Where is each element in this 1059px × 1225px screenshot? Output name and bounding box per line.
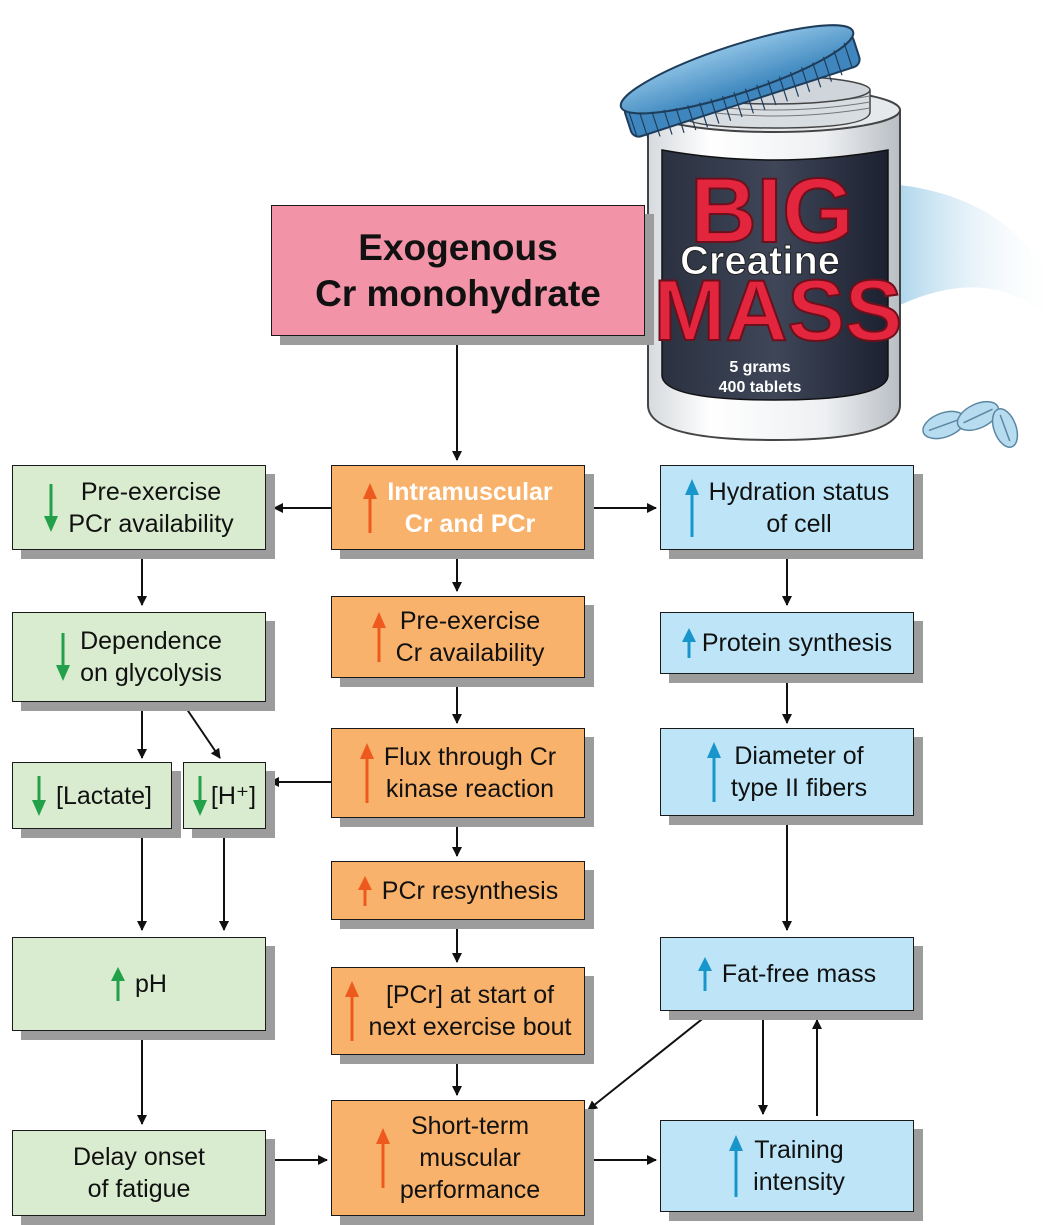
node-pre-cr: Pre-exercise Cr availability bbox=[331, 596, 585, 678]
node-pcr-start-label: [PCr] at start of next exercise bout bbox=[368, 981, 572, 1041]
arrow-dependence-to-h-plus bbox=[181, 701, 221, 759]
node-h-plus: [H⁺] bbox=[183, 762, 266, 829]
node-flux-label: Flux through Cr kinase reaction bbox=[383, 743, 557, 803]
node-intramuscular-label: Intramuscular Cr and PCr bbox=[387, 477, 553, 538]
node-pcr-start: [PCr] at start of next exercise bout bbox=[331, 967, 585, 1055]
node-resynthesis: PCr resynthesis bbox=[331, 861, 585, 920]
node-resynthesis-label: PCr resynthesis bbox=[381, 876, 559, 905]
up-arrow-icon bbox=[681, 628, 696, 658]
down-arrow-icon bbox=[44, 483, 59, 532]
source-box: Exogenous Cr monohydrate bbox=[271, 205, 645, 336]
node-ph-label: pH bbox=[135, 970, 167, 998]
up-arrow-icon bbox=[684, 478, 699, 537]
node-lactate-label: [Lactate] bbox=[56, 781, 152, 810]
up-arrow-icon bbox=[706, 742, 721, 802]
node-pre-pcr-label: Pre-exercise PCr availability bbox=[68, 477, 234, 538]
up-arrow-icon bbox=[697, 957, 712, 991]
node-performance: Short-term muscular performance bbox=[331, 1100, 585, 1216]
up-arrow-icon bbox=[111, 967, 126, 1001]
node-delay: Delay onset of fatigue bbox=[12, 1130, 266, 1216]
source-line1: Exogenous bbox=[358, 226, 558, 268]
down-arrow-icon bbox=[56, 633, 71, 681]
jar-grams-text: 5 grams bbox=[729, 359, 790, 376]
up-arrow-icon bbox=[375, 1128, 390, 1188]
jar-tablets-text: 400 tablets bbox=[719, 379, 802, 396]
node-lactate: [Lactate] bbox=[12, 762, 172, 829]
node-dependence-label: Dependence on glycolysis bbox=[80, 627, 222, 687]
node-ph: pH bbox=[12, 937, 266, 1031]
creatine-jar-illustration: BIG MASS Creatine 5 grams 400 tablets bbox=[619, 24, 1059, 448]
node-diameter: Diameter of type II fibers bbox=[660, 728, 914, 816]
up-arrow-icon bbox=[363, 482, 378, 533]
tablets-icon bbox=[922, 400, 1019, 448]
node-hydration: Hydration status of cell bbox=[660, 465, 914, 550]
up-arrow-icon bbox=[359, 743, 374, 803]
jar-big-text: BIG bbox=[690, 160, 854, 262]
node-pre-pcr: Pre-exercise PCr availability bbox=[12, 465, 266, 550]
source-line2: Cr monohydrate bbox=[315, 272, 601, 314]
node-training: Training intensity bbox=[660, 1120, 914, 1212]
up-arrow-icon bbox=[357, 875, 372, 906]
node-dependence: Dependence on glycolysis bbox=[12, 612, 266, 702]
node-intramuscular: Intramuscular Cr and PCr bbox=[331, 465, 585, 550]
node-pre-cr-label: Pre-exercise Cr availability bbox=[395, 607, 545, 667]
node-protein: Protein synthesis bbox=[660, 612, 914, 674]
down-arrow-icon bbox=[192, 775, 207, 816]
jar-creatine-text: Creatine bbox=[680, 239, 840, 283]
node-fat-free-label: Fat-free mass bbox=[721, 960, 877, 988]
node-flux: Flux through Cr kinase reaction bbox=[331, 728, 585, 818]
node-protein-label: Protein synthesis bbox=[701, 629, 893, 657]
node-fat-free: Fat-free mass bbox=[660, 937, 914, 1011]
arrow-fat-free-to-performance bbox=[587, 1015, 707, 1111]
node-training-label: Training intensity bbox=[753, 1136, 845, 1196]
up-arrow-icon bbox=[729, 1135, 744, 1197]
node-hydration-label: Hydration status of cell bbox=[708, 477, 890, 538]
up-arrow-icon bbox=[371, 612, 386, 662]
up-arrow-icon bbox=[344, 981, 359, 1041]
node-performance-label: Short-term muscular performance bbox=[399, 1112, 541, 1204]
jar-mass-text: MASS bbox=[654, 263, 902, 359]
down-arrow-icon bbox=[32, 775, 47, 816]
node-delay-label: Delay onset of fatigue bbox=[72, 1143, 206, 1203]
node-h-plus-label: [H⁺] bbox=[210, 781, 257, 810]
node-diameter-label: Diameter of type II fibers bbox=[730, 742, 868, 802]
